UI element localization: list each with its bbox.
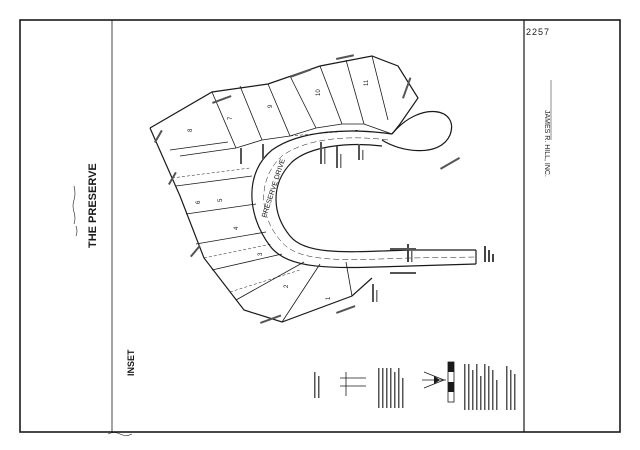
- right-dimension-labels: [484, 246, 494, 262]
- lot-number: 5: [218, 198, 224, 202]
- dimension-annotations: [154, 54, 461, 324]
- street-name-label: PRESERVE DRIVE: [261, 158, 287, 219]
- notes-block: [314, 361, 516, 410]
- scan-mark: [107, 432, 133, 436]
- lot-number: 6: [196, 200, 202, 204]
- firm-name: JAMES R. HILL, INC.: [543, 110, 550, 177]
- lot-number: 7: [228, 116, 234, 120]
- sheet-border: [19, 19, 621, 433]
- road-outer-edge: [251, 130, 477, 269]
- corner-code: 2257: [526, 27, 550, 37]
- plat-title: THE PRESERVE: [87, 163, 99, 248]
- south-lot-lines: [175, 175, 353, 323]
- scale-bar: [447, 361, 455, 403]
- road-centerline: [263, 137, 477, 260]
- lot-number: 8: [188, 128, 194, 132]
- lot-number: 11: [364, 79, 370, 86]
- subdivision-plat: [149, 55, 477, 323]
- north-lot-lines: [169, 55, 393, 157]
- lot-number: 2: [284, 284, 290, 288]
- road-inner-edge: [275, 143, 476, 253]
- benchmark-symbol: [340, 372, 366, 396]
- inset-label: INSET: [126, 349, 136, 376]
- lot-number: 3: [258, 252, 264, 256]
- lot-number: 4: [234, 226, 240, 230]
- lot-number: 9: [268, 104, 274, 108]
- subdivision-boundary: [149, 55, 419, 323]
- lot-number: 10: [316, 89, 322, 96]
- easement-lines: [171, 129, 361, 293]
- north-arrow-icon: [422, 371, 446, 389]
- cul-de-sac: [381, 110, 453, 152]
- title-scribble: [72, 185, 78, 237]
- lot-numbers: 1 2 3 4 5 6 7 8 9 10 11: [188, 79, 370, 300]
- lot-number: 1: [326, 296, 332, 300]
